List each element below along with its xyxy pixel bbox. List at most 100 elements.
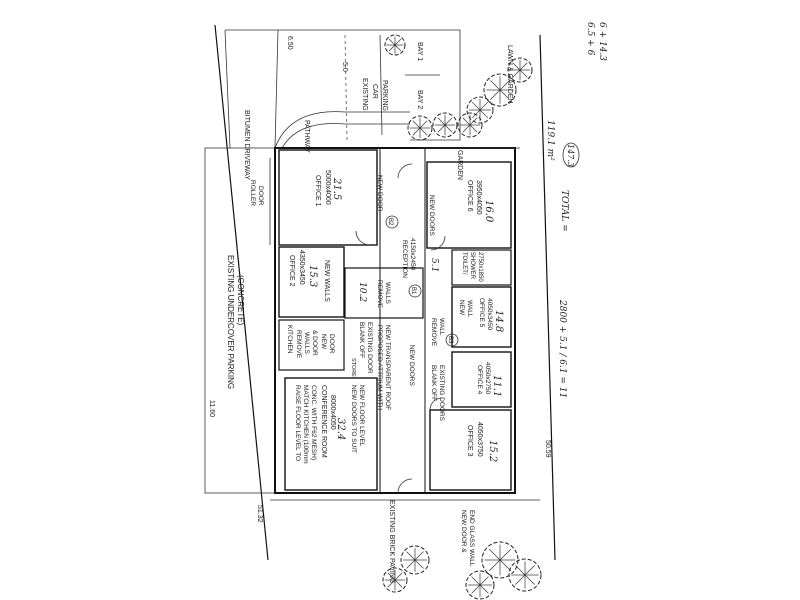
toilet-name: TOILET/ [461, 252, 467, 275]
car-parking-line2: CAR [371, 84, 378, 99]
toilet-name-2: SHOWER [469, 252, 475, 280]
remove-walls-1: REMOVE [376, 280, 383, 309]
office-2-size: 4350x3450 [298, 250, 305, 285]
hand-office4-area: 11.1 [491, 375, 502, 397]
marker-b1: B1 [410, 287, 416, 295]
atrium-1: PROPOSED ATTRIUM WITH [376, 325, 383, 410]
tree-symbol [382, 567, 408, 593]
car-parking-line1: EXISTING [361, 78, 368, 111]
roller-door-label1: ROLLER [249, 180, 256, 206]
hand-office3-area: 15.2 [487, 440, 498, 462]
conf-doors-2: NEW FLOOR LEVEL [358, 385, 365, 447]
kitchen-new-door-1: NEW [320, 334, 327, 350]
remove-walls-2: WALLS [384, 282, 391, 304]
bitumen-driveway-label: BITUMEN DRIVEWAY [243, 110, 250, 180]
reception-name: RECEPTION [401, 240, 408, 278]
blank-off-door-1: BLANK OFF [358, 322, 365, 358]
roller-door-label2: DOOR [257, 186, 264, 206]
undercover-parking-line2: (CONCRETE) [236, 275, 245, 326]
atrium-2: NEW TRANSPARENT ROOF [384, 325, 391, 410]
hand-conference-area: 32.4 [335, 418, 346, 440]
blank-off-doors-1: BLANK OFF [430, 365, 437, 401]
conf-note-1: RAISE FLOOR LEVEL TO [294, 385, 301, 461]
blank-off-doors-2: EXISTING DOORS [438, 365, 445, 422]
hand-toilet-area: 5.1 [429, 258, 439, 272]
handwritten-notes: 21.5 15.3 15.2 11.1 14.8 16.0 5.1 10.2 3… [307, 22, 607, 462]
trees [382, 34, 542, 600]
room-reception: RECEPTION 4150x2450 REMOVE WALLS [344, 238, 424, 319]
toilet-size: 2750x1850 [477, 252, 483, 282]
dim-50-59: 50.59 [544, 440, 551, 458]
driveway-area: BITUMEN DRIVEWAY 6.50 5.0 EXISTING CAR P… [243, 34, 513, 180]
room-conference: RAISE FLOOR LEVEL TO MATCH KITCHEN (100m… [284, 377, 378, 491]
room-office-6: NEW DOORS OFFICE 6 3950x4050 [426, 161, 512, 249]
office-6-name: OFFICE 6 [466, 180, 473, 212]
new-doors-office6: NEW DOORS [428, 195, 435, 236]
conf-note-3: CONC. WITH F62 MESH) [310, 385, 317, 460]
dim-11-60: 11.60 [208, 400, 215, 417]
office-5-size: 4050x3450 [486, 298, 493, 331]
hand-calc: 2800 + 5.1 / 6.1 = 11 [557, 299, 567, 398]
office-1-name: OFFICE 1 [314, 175, 321, 207]
tree-symbol [432, 112, 458, 138]
kitchen-remove: REMOVE [295, 330, 302, 359]
new-doors-atrium: NEW DOORS [408, 345, 415, 386]
remove-wall-2: WALL [438, 318, 445, 336]
new-wall-1: NEW [458, 300, 465, 316]
new-door-office1: NEW DOOR [376, 175, 383, 212]
blank-off-door-2: EXISTING DOOR [366, 322, 373, 374]
bay-2-label: BAY 2 [416, 90, 423, 109]
hand-top-right-1: 6.5 + 6 [585, 22, 595, 56]
hand-office2-area: 15.3 [307, 265, 318, 287]
room-toilet: TOILET/ SHOWER 2750x1850 [451, 249, 512, 286]
reception-size: 4150x2450 [409, 238, 416, 271]
hand-reception-area: 10.2 [357, 282, 367, 302]
hand-total-circled: 147.3 [566, 144, 575, 167]
garden-label: GARDEN [456, 150, 463, 180]
kitchen-new-door-2: DOOR [328, 334, 335, 354]
office-1-size: 5000x4000 [324, 170, 331, 205]
tree-symbol [481, 541, 519, 579]
conf-size: 8000x4050 [329, 395, 336, 430]
lawn-garden-label: LAWN & GARDEN [506, 45, 513, 103]
garden-strip: GARDEN [420, 147, 520, 180]
hand-office5-area: 14.8 [493, 310, 504, 332]
kitchen-walls: WALLS [303, 332, 310, 354]
tree-symbol [457, 112, 483, 138]
door-swings [355, 163, 446, 494]
conf-note-2: MATCH KITCHEN (100mm [302, 385, 309, 464]
dim-5-0: 5.0 [341, 62, 348, 72]
room-kitchen: KITCHEN REMOVE WALLS & DOOR NEW DOOR STO… [278, 319, 356, 377]
pathway-label: PATHWAY [303, 120, 310, 153]
hand-total-value: 119.1 m² [545, 120, 555, 161]
building-outline [204, 147, 516, 494]
dim-51-32: 51.32 [256, 505, 263, 523]
remove-wall-1: REMOVE [430, 318, 437, 347]
office-2-note: NEW WALLS [323, 260, 330, 302]
site-boundary [214, 24, 556, 561]
new-wall-2: WALL [466, 300, 473, 318]
brick-paving-label: EXISTING BRICK PAVING [388, 500, 395, 583]
new-door-glass-2: END GLASS WALL [468, 510, 475, 567]
kitchen-door: & DOOR [311, 330, 318, 356]
room-office-3: OFFICE 3 4050x3750 [429, 409, 512, 491]
tree-symbol [465, 570, 495, 600]
hand-total-label: TOTAL = [559, 190, 569, 232]
tree-symbol [507, 57, 533, 83]
conf-name: CONFERENCE ROOM [320, 385, 327, 458]
pathway: PATHWAY [274, 111, 410, 153]
kitchen-label: KITCHEN [286, 325, 293, 354]
tree-symbol [466, 96, 494, 124]
office-4-name: OFFICE 4 [476, 365, 483, 395]
dim-6-50: 6.50 [286, 36, 293, 50]
office-6-size: 3950x4050 [475, 180, 482, 215]
tree-symbol [483, 73, 517, 107]
store-label: STORE [350, 358, 356, 377]
office-5-name: OFFICE 5 [478, 298, 485, 328]
bay-1-label: BAY 1 [416, 42, 423, 61]
undercover-parking-line1: EXISTING UNDERCOVER PARKING [226, 255, 235, 389]
room-office-5: NEW WALL OFFICE 5 4050x3450 [451, 286, 512, 348]
office-3-size: 4050x3750 [476, 422, 483, 457]
conf-doors-1: NEW DOORS TO SUIT [350, 385, 357, 453]
